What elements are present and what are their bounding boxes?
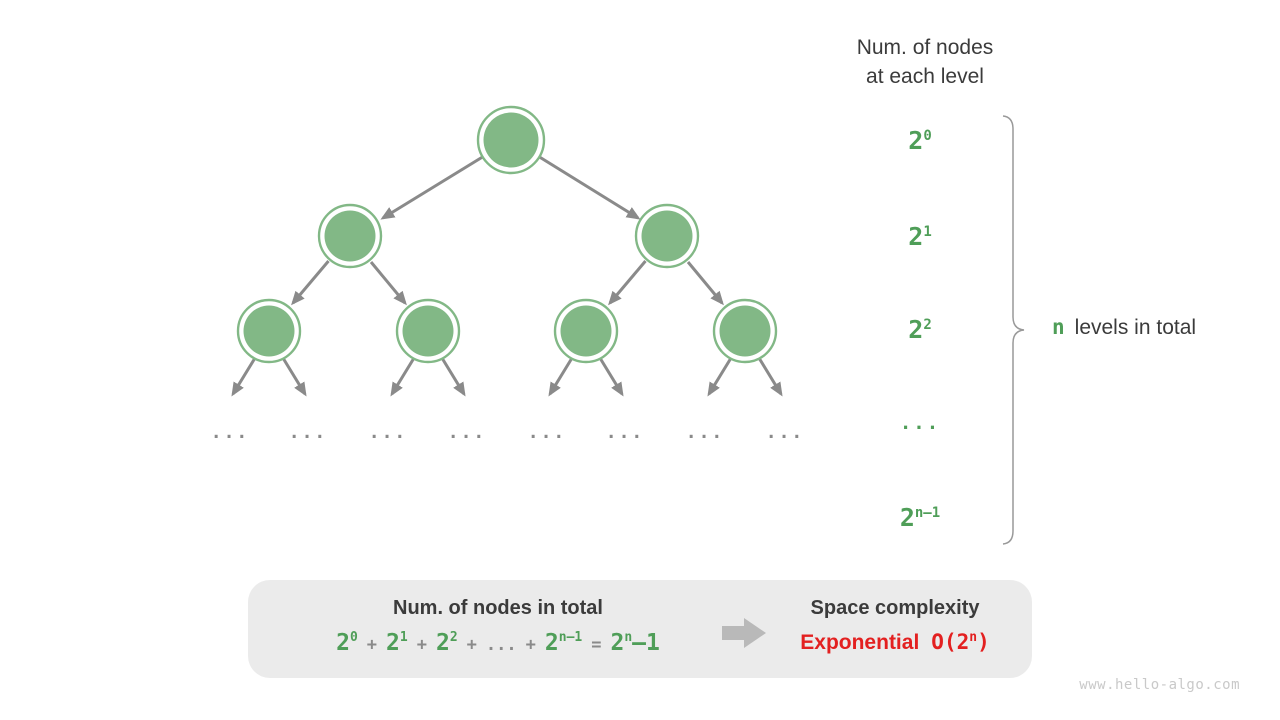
tree-edge-continuation [390,357,416,397]
level-label-exponent: 1 [923,224,932,240]
tree-node-l3-4 [712,298,778,364]
tree-ellipsis: ... [527,422,567,443]
level-count-header: Num. of nodes at each level [790,33,1060,91]
level-label-last: 2n–1 [850,501,990,535]
tree-edge-continuation [757,357,783,397]
formula-term-base: 2 [336,630,350,656]
tree-ellipsis: ... [210,422,250,443]
tree-edge [291,260,330,306]
formula-term: 21 [386,630,408,656]
total-nodes-title: Num. of nodes in total [393,597,603,619]
tree-node-l3-2 [395,298,461,364]
notation-pre: O(2 [931,630,970,654]
formula-term-base: 2 [386,630,400,656]
level-label-base: 2 [908,222,924,251]
total-nodes-formula: 20 + 21 + 22 + ... + 2n–1 = 2n–1 [258,630,738,666]
formula-operator: + [466,635,477,655]
tree-edge [538,155,641,220]
watermark: www.hello-algo.com [1079,677,1240,693]
tree-ellipsis: ... [685,422,725,443]
tree-ellipsis: ... [765,422,805,443]
level-label-1: 21 [850,220,990,254]
formula-operator: + [525,635,536,655]
tree-node-l3-1 [236,298,302,364]
tree-edge-continuation [598,357,624,397]
implies-arrow [718,616,770,650]
level-label-0: 20 [850,124,990,158]
formula-term-base: 2 [610,630,625,656]
right-block-arrow-icon [722,618,766,648]
formula-term-sup: n [624,630,633,645]
tree-edge-continuation [548,357,574,397]
formula-operator: + [416,635,427,655]
formula-operator: + [366,635,378,655]
tree-edge-continuation [440,357,466,397]
formula-term-sup: 2 [449,630,458,645]
tree-nodes [236,105,778,364]
tree-edge-continuation [281,357,307,397]
level-label-base: 2 [908,126,924,155]
complexity-result: Exponential O(2n) [768,630,1022,664]
tree-ellipsis: ... [288,422,328,443]
level-label-exponent: 0 [923,128,932,144]
formula-result: 2n–1 [610,630,659,656]
tree-ellipsis: ... [447,422,487,443]
notation-exponent: n [969,630,978,645]
tree-edge-continuation [707,357,733,397]
tree-edge [686,261,724,306]
complexity-class: Exponential [800,631,920,654]
level-count-header-line1: Num. of nodes [856,36,994,59]
tree-node-l2-left [317,203,383,269]
brace-caption-text: levels in total [1074,316,1197,339]
level-label-exponent: 2 [923,317,932,333]
tree-node-l2-right [634,203,700,269]
level-label-exponent: n–1 [914,505,941,521]
brace-caption-n: n [1052,315,1065,339]
level-label-ellipsis: ... [899,412,941,434]
tree-ellipsis: ... [605,422,645,443]
summary-box: Num. of nodes in total 20 + 21 + 22 + ..… [248,580,1032,678]
tree-edge [369,261,407,306]
formula-term-base: 2 [435,630,450,656]
formula-term-sup: n–1 [558,630,583,645]
tree-edge [608,260,647,306]
tree-edge-continuation [231,357,257,397]
level-label-base: 2 [899,503,915,532]
level-label-2: 22 [850,313,990,347]
notation-post: ) [977,630,990,654]
level-label-base: 2 [908,315,924,344]
levels-brace [1002,115,1025,545]
formula-term-sup: 0 [349,630,358,645]
formula-term: 2n–1 [545,630,582,656]
tree-node-l3-3 [553,298,619,364]
tree-edge [380,155,484,220]
level-count-header-line2: at each level [866,65,984,88]
tree-continuation-arrows [231,357,783,397]
space-complexity-title: Space complexity [810,597,980,619]
tree-ellipsis: ... [368,422,408,443]
tree-edges [291,155,724,306]
formula-ellipsis: ... [485,635,517,655]
formula-term-base: 2 [544,630,559,656]
brace-caption: n levels in total [1052,315,1196,345]
formula-term: 22 [436,630,458,656]
formula-equals: = [591,635,602,655]
formula-term-sup: 1 [399,630,408,645]
tree-node-root [476,105,546,175]
formula-term-tail: –1 [632,630,660,656]
formula-term: 20 [336,630,358,656]
complexity-notation: O(2n) [931,630,989,654]
